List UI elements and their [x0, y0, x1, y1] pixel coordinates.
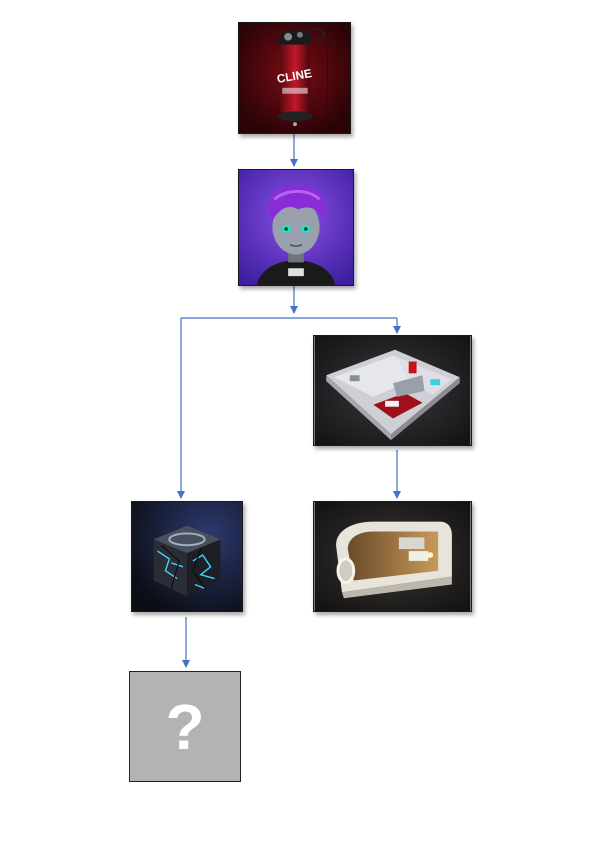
cracked-cube-node — [131, 501, 243, 612]
character-avatar-node — [238, 169, 354, 286]
unknown-placeholder-node: ? — [129, 671, 241, 782]
cracked-cube-icon — [132, 502, 242, 611]
can-label-text: CLINE — [276, 67, 313, 86]
question-mark-icon: ? — [165, 690, 205, 763]
apartment-floorplan-icon — [314, 336, 471, 445]
energy-drink-can-node: CLINE — [238, 22, 351, 134]
apartment-floorplan-node — [313, 335, 472, 446]
character-avatar-icon — [239, 170, 353, 285]
isometric-room-node — [313, 501, 472, 612]
isometric-room-icon — [314, 502, 471, 611]
energy-drink-can-icon: CLINE — [239, 23, 350, 133]
